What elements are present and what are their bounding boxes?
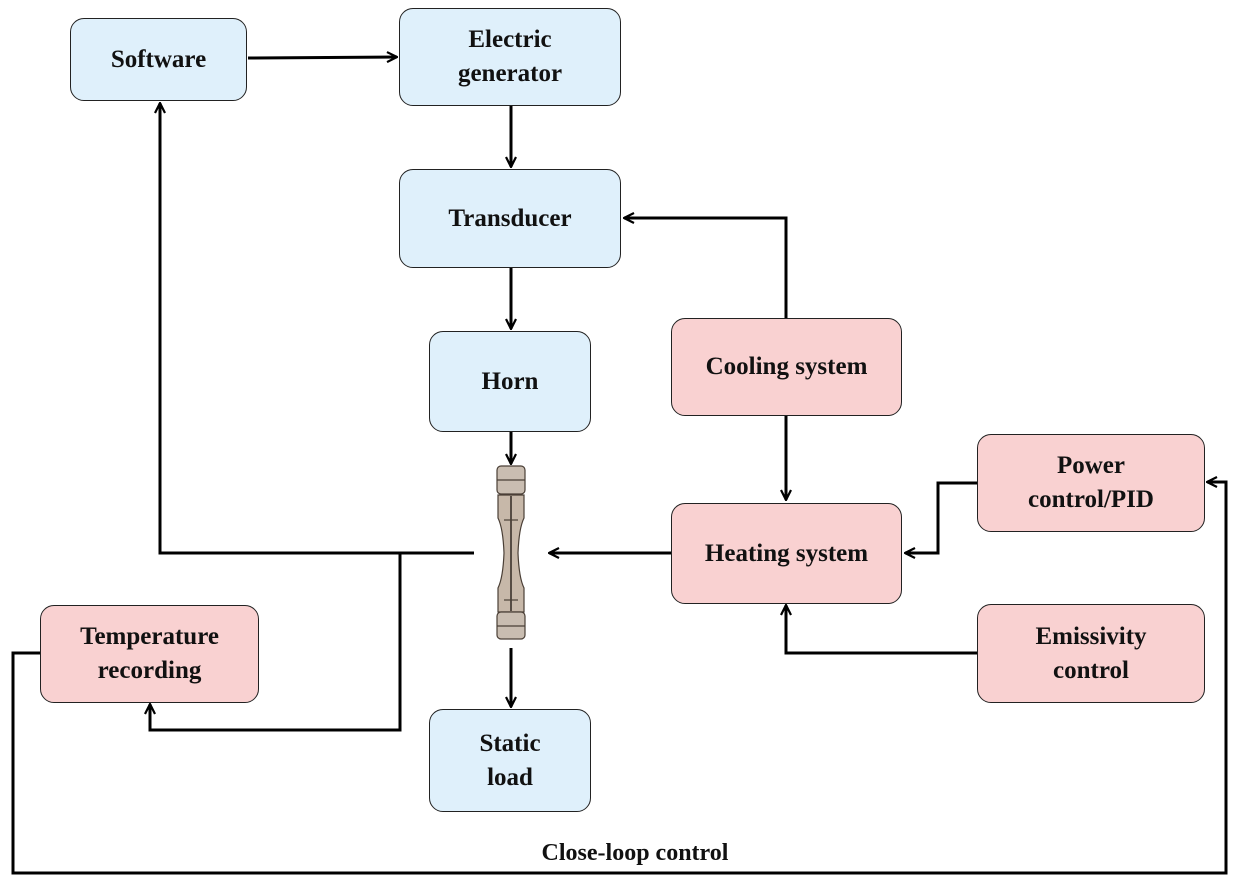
software-box: Software bbox=[70, 18, 247, 101]
horn-box: Horn bbox=[429, 331, 591, 432]
edge-specimen-to-software bbox=[160, 103, 474, 555]
temperature-recording-label-line1: Temperature bbox=[80, 623, 219, 650]
close-loop-control-label: Close-loop control bbox=[541, 840, 729, 866]
emissivity-control-label-line2: control bbox=[1053, 656, 1129, 684]
cooling-system-label: Cooling system bbox=[705, 353, 868, 380]
electric-generator-label-line2: generator bbox=[457, 60, 563, 87]
transducer-label: Transducer bbox=[448, 204, 572, 232]
edge-software-to-generator bbox=[247, 57, 397, 58]
temperature-recording-box: Temperature recording bbox=[40, 605, 259, 703]
electric-generator-label-line1: Electric bbox=[468, 26, 552, 53]
electric-generator-box: Electric generator bbox=[399, 8, 621, 106]
static-load-label-line1: Static bbox=[479, 729, 541, 757]
heating-system-box: Heating system bbox=[671, 503, 902, 604]
edge-close-loop-control bbox=[11, 482, 1228, 875]
edge-specimen-to-temperature bbox=[150, 553, 402, 732]
edge-power-to-heating bbox=[905, 481, 977, 553]
temperature-recording-label-line2: recording bbox=[97, 657, 202, 684]
edge-emissivity-to-heating bbox=[786, 605, 977, 655]
static-load-label-line2: load bbox=[487, 763, 533, 791]
software-label: Software bbox=[110, 45, 207, 73]
emissivity-control-label-line1: Emissivity bbox=[1035, 622, 1147, 650]
power-control-label-line2: control/PID bbox=[1028, 486, 1154, 513]
transducer-box: Transducer bbox=[399, 169, 621, 268]
heating-system-label: Heating system bbox=[704, 539, 869, 567]
static-load-box: Static load bbox=[429, 709, 591, 812]
cooling-system-box: Cooling system bbox=[671, 318, 902, 416]
horn-label: Horn bbox=[481, 367, 539, 395]
power-control-label-line1: Power bbox=[1056, 452, 1125, 479]
edge-cooling-to-transducer bbox=[624, 218, 788, 318]
emissivity-control-box: Emissivity control bbox=[977, 604, 1205, 703]
power-control-box: Power control/PID bbox=[977, 434, 1205, 532]
dogbone-specimen-icon bbox=[496, 465, 526, 640]
